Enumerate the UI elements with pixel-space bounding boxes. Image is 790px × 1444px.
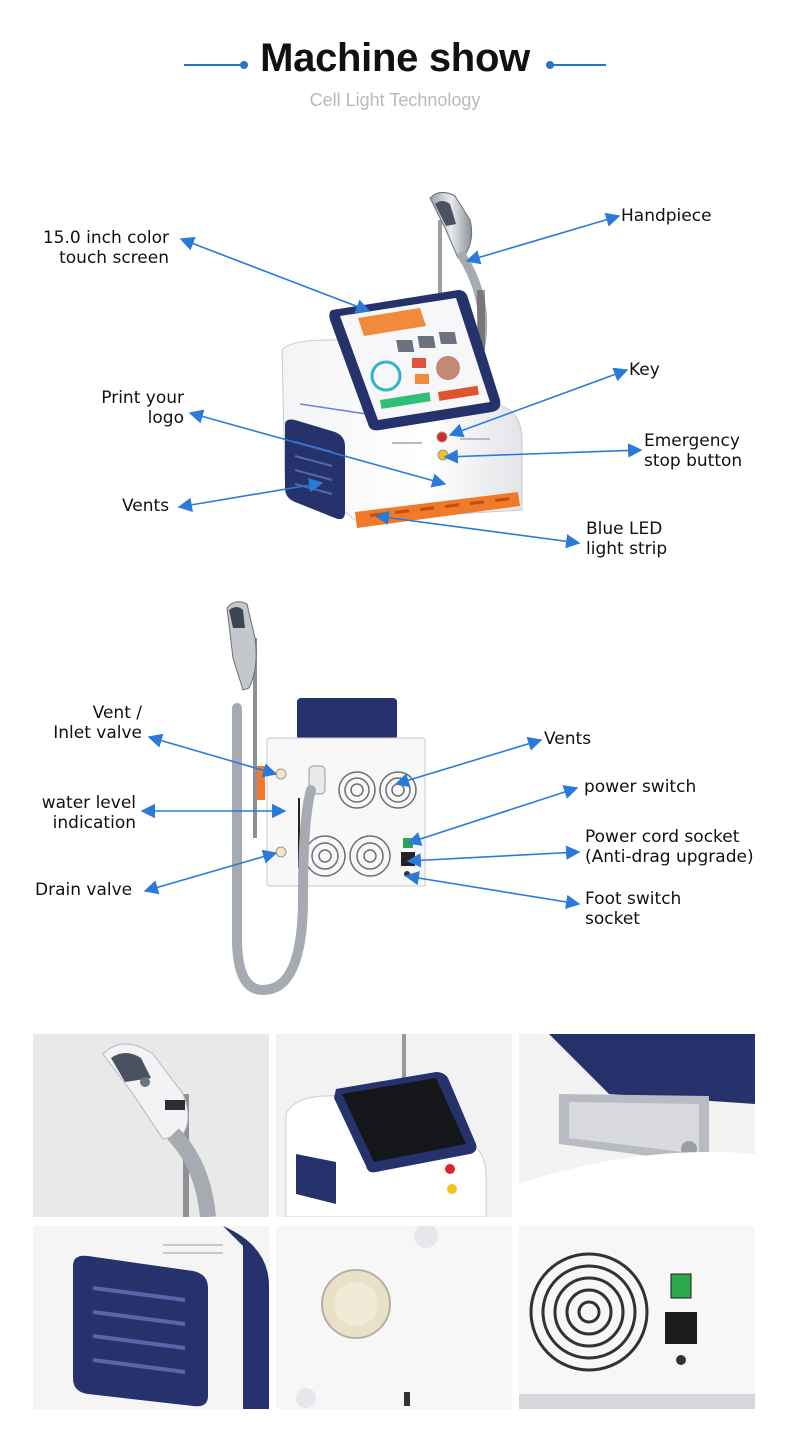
- label-touch-screen: 15.0 inch color touch screen: [26, 228, 169, 268]
- label-water-line2: indication: [52, 813, 136, 833]
- machine-front-view: [281, 192, 523, 528]
- label-power-cord: Power cord socket (Anti-drag upgrade): [585, 827, 754, 867]
- detail-photo-valve: [276, 1226, 512, 1409]
- detail-photo-side-vent: [33, 1226, 269, 1409]
- label-led-line1: Blue LED: [586, 519, 663, 539]
- detail-photo-screen: [276, 1034, 512, 1217]
- title-decor-line-left: [184, 64, 244, 66]
- label-key: Key: [629, 360, 660, 380]
- label-print-logo-line2: logo: [147, 408, 184, 428]
- page-title: Machine show: [260, 36, 530, 80]
- label-foot-line2: socket: [585, 909, 640, 929]
- label-print-logo-line1: Print your: [101, 388, 184, 408]
- label-touch-screen-line2: touch screen: [59, 248, 169, 268]
- label-led-strip: Blue LED light strip: [586, 519, 667, 559]
- label-inlet-valve: Vent / Inlet valve: [40, 703, 142, 743]
- label-vents-front: Vents: [122, 496, 170, 516]
- label-water-level: water level indication: [30, 793, 136, 833]
- header: Machine show Cell Light Technology: [0, 0, 790, 130]
- page-subtitle: Cell Light Technology: [309, 90, 481, 110]
- label-cord-line2: (Anti-drag upgrade): [585, 847, 754, 867]
- label-foot-switch: Foot switch socket: [585, 889, 681, 929]
- label-cord-line1: Power cord socket: [585, 827, 740, 847]
- label-power-switch: power switch: [584, 777, 697, 797]
- label-drain-valve: Drain valve: [35, 880, 133, 900]
- label-print-logo: Print your logo: [84, 388, 184, 428]
- title-decor-dot-left: [240, 61, 248, 69]
- detail-photo-handpiece: [33, 1034, 269, 1217]
- label-emergency: Emergency stop button: [644, 431, 742, 471]
- label-emergency-line2: stop button: [644, 451, 743, 471]
- label-led-line2: light strip: [586, 539, 668, 559]
- detail-photo-fan-switch: [519, 1226, 755, 1409]
- label-water-line1: water level: [41, 793, 136, 813]
- label-inlet-line2: Inlet valve: [53, 723, 142, 743]
- label-emergency-line1: Emergency: [644, 431, 740, 451]
- machine-back-view: [226, 601, 426, 996]
- detail-photo-handle-hinge: [519, 1034, 755, 1217]
- label-touch-screen-line1: 15.0 inch color: [42, 228, 169, 248]
- label-foot-line1: Foot switch: [585, 889, 682, 909]
- label-handpiece: Handpiece: [621, 206, 712, 226]
- title-decor-line-right: [548, 64, 606, 66]
- label-inlet-line1: Vent /: [92, 703, 142, 723]
- label-vents-back: Vents: [544, 729, 592, 749]
